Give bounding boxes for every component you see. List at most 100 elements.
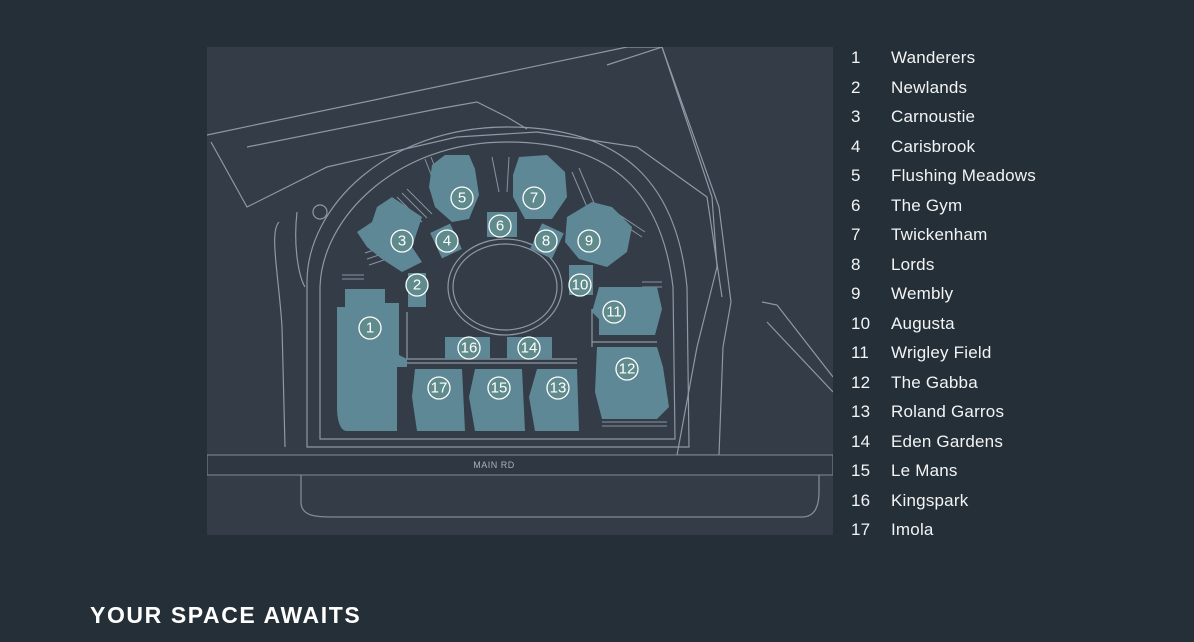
legend-label: The Gym bbox=[891, 195, 963, 215]
legend-item[interactable]: 13 Roland Garros bbox=[851, 401, 1181, 431]
legend-number: 15 bbox=[851, 461, 871, 480]
building-12 bbox=[595, 347, 669, 419]
building-7 bbox=[513, 155, 567, 219]
building-15 bbox=[469, 369, 525, 431]
legend-label: Eden Gardens bbox=[891, 431, 1004, 451]
svg-text:5: 5 bbox=[458, 190, 466, 207]
walkways bbox=[406, 309, 657, 364]
marker-5[interactable]: 5 bbox=[450, 186, 474, 210]
marker-3[interactable]: 3 bbox=[390, 229, 414, 253]
legend-number: 10 bbox=[851, 313, 871, 333]
marker-11[interactable]: 11 bbox=[602, 300, 626, 324]
svg-text:14: 14 bbox=[521, 340, 538, 357]
legend-number: 1 bbox=[851, 48, 861, 67]
legend-item[interactable]: 16 Kingspark bbox=[851, 490, 1181, 520]
legend-item[interactable]: 8 Lords bbox=[851, 254, 1181, 284]
legend-number: 4 bbox=[851, 136, 861, 156]
legend-label: Carisbrook bbox=[891, 136, 976, 156]
legend-label: Imola bbox=[891, 520, 934, 539]
legend-number: 11 bbox=[851, 343, 870, 362]
legend-item[interactable]: 1 Wanderers bbox=[851, 47, 1181, 77]
legend-item[interactable]: 15 Le Mans bbox=[851, 460, 1181, 490]
estate-inner-perimeter bbox=[319, 141, 676, 440]
legend-label: The Gabba bbox=[891, 372, 978, 392]
legend-number: 6 bbox=[851, 195, 861, 215]
legend-label: Augusta bbox=[891, 313, 955, 333]
site-plan-svg: MAIN RD bbox=[207, 47, 833, 518]
building-1 bbox=[337, 289, 407, 431]
svg-text:8: 8 bbox=[542, 233, 550, 250]
marker-13[interactable]: 13 bbox=[546, 376, 570, 400]
legend-item[interactable]: 17 Imola bbox=[851, 519, 1181, 549]
legend-number: 13 bbox=[851, 402, 871, 421]
legend-label: Wembly bbox=[891, 284, 954, 303]
marker-1[interactable]: 1 bbox=[358, 316, 382, 340]
building-17 bbox=[412, 369, 465, 431]
svg-text:7: 7 bbox=[530, 190, 538, 207]
svg-text:16: 16 bbox=[461, 340, 478, 357]
site-boundary bbox=[207, 47, 833, 456]
legend-item[interactable]: 4 Carisbrook bbox=[851, 136, 1181, 166]
building-3 bbox=[357, 197, 422, 272]
legend-label: Roland Garros bbox=[891, 402, 1005, 421]
legend-number: 17 bbox=[851, 520, 871, 539]
marker-16[interactable]: 16 bbox=[457, 336, 481, 360]
marker-7[interactable]: 7 bbox=[522, 186, 546, 210]
central-oval bbox=[447, 238, 563, 336]
legend-number: 12 bbox=[851, 372, 871, 392]
marker-12[interactable]: 12 bbox=[615, 357, 639, 381]
legend-item[interactable]: 12 The Gabba bbox=[851, 372, 1181, 402]
legend-label: Kingspark bbox=[891, 490, 969, 510]
svg-text:13: 13 bbox=[550, 380, 567, 397]
svg-text:3: 3 bbox=[398, 233, 406, 250]
marker-8[interactable]: 8 bbox=[534, 229, 558, 253]
legend-label: Le Mans bbox=[891, 461, 958, 480]
legend-number: 2 bbox=[851, 77, 861, 97]
marker-4[interactable]: 4 bbox=[435, 229, 459, 253]
marker-14[interactable]: 14 bbox=[517, 336, 541, 360]
legend-label: Wanderers bbox=[891, 48, 976, 67]
legend-number: 3 bbox=[851, 107, 861, 126]
main-road-label: MAIN RD bbox=[473, 460, 515, 470]
svg-text:6: 6 bbox=[496, 218, 504, 235]
svg-text:11: 11 bbox=[606, 304, 622, 321]
legend-number: 5 bbox=[851, 166, 861, 185]
legend-label: Lords bbox=[891, 254, 935, 274]
legend-label: Newlands bbox=[891, 77, 968, 97]
svg-text:10: 10 bbox=[572, 277, 589, 294]
left-path bbox=[274, 211, 306, 448]
svg-text:1: 1 bbox=[366, 320, 374, 337]
legend-item[interactable]: 6 The Gym bbox=[851, 195, 1181, 225]
legend-label: Wrigley Field bbox=[891, 343, 992, 362]
legend-label: Twickenham bbox=[891, 225, 988, 244]
legend-item[interactable]: 2 Newlands bbox=[851, 77, 1181, 107]
legend-number: 8 bbox=[851, 254, 861, 274]
legend-item[interactable]: 10 Augusta bbox=[851, 313, 1181, 343]
building-11 bbox=[592, 287, 662, 335]
central-oval-inner bbox=[452, 243, 558, 331]
legend-item[interactable]: 11 Wrigley Field bbox=[851, 342, 1181, 372]
main-road bbox=[207, 454, 833, 476]
legend-number: 16 bbox=[851, 490, 871, 510]
marker-10[interactable]: 10 bbox=[568, 273, 592, 297]
legend-label: Flushing Meadows bbox=[891, 166, 1036, 185]
marker-15[interactable]: 15 bbox=[487, 376, 511, 400]
svg-text:2: 2 bbox=[413, 277, 421, 294]
estate-perimeter bbox=[306, 126, 690, 448]
svg-text:15: 15 bbox=[491, 380, 508, 397]
marker-9[interactable]: 9 bbox=[577, 229, 601, 253]
marker-6[interactable]: 6 bbox=[488, 214, 512, 238]
roundabout bbox=[312, 204, 328, 220]
neighbour-plot bbox=[246, 101, 528, 148]
building-5 bbox=[429, 155, 479, 222]
svg-text:12: 12 bbox=[619, 361, 636, 378]
marker-2[interactable]: 2 bbox=[405, 273, 429, 297]
marker-17[interactable]: 17 bbox=[427, 376, 451, 400]
legend-item[interactable]: 5 Flushing Meadows bbox=[851, 165, 1181, 195]
south-plot bbox=[300, 475, 820, 518]
